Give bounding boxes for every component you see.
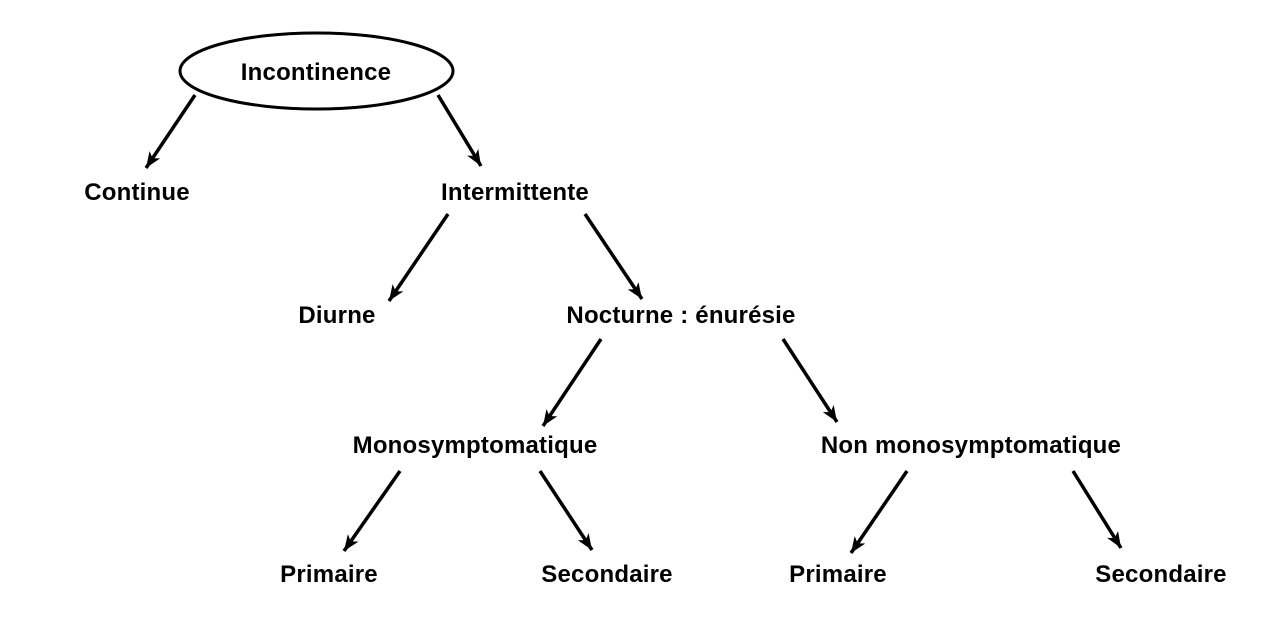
node-continue: Continue xyxy=(84,179,190,206)
node-mono-primaire: Primaire xyxy=(280,561,378,588)
node-incontinence: Incontinence xyxy=(240,59,392,86)
node-nonmono-secondaire: Secondaire xyxy=(1095,561,1227,588)
node-diurne: Diurne xyxy=(298,302,376,329)
node-intermittente: Intermittente xyxy=(441,179,589,206)
node-nocturne-enuresie: Nocturne : énurésie xyxy=(566,302,796,329)
incontinence-ellipse xyxy=(178,31,455,111)
edge-intermittente-diurne xyxy=(387,213,450,302)
edge-mono-secondaire xyxy=(538,470,594,551)
edge-incontinence-continue xyxy=(144,94,197,169)
edge-mono-primaire xyxy=(342,469,402,553)
edge-nonmono-secondaire xyxy=(1071,470,1123,549)
edge-nonmono-primaire xyxy=(849,470,909,554)
node-monosymptomatique: Monosymptomatique xyxy=(352,432,598,459)
edge-nocturne-nonmonosymptomatique xyxy=(781,338,839,423)
node-non-monosymptomatique: Non monosymptomatique xyxy=(820,432,1122,459)
edge-nocturne-monosymptomatique xyxy=(541,338,603,427)
node-mono-secondaire: Secondaire xyxy=(541,561,673,588)
edge-intermittente-nocturne xyxy=(583,213,644,300)
node-nonmono-primaire: Primaire xyxy=(789,561,887,588)
edge-incontinence-intermittente xyxy=(436,94,483,167)
